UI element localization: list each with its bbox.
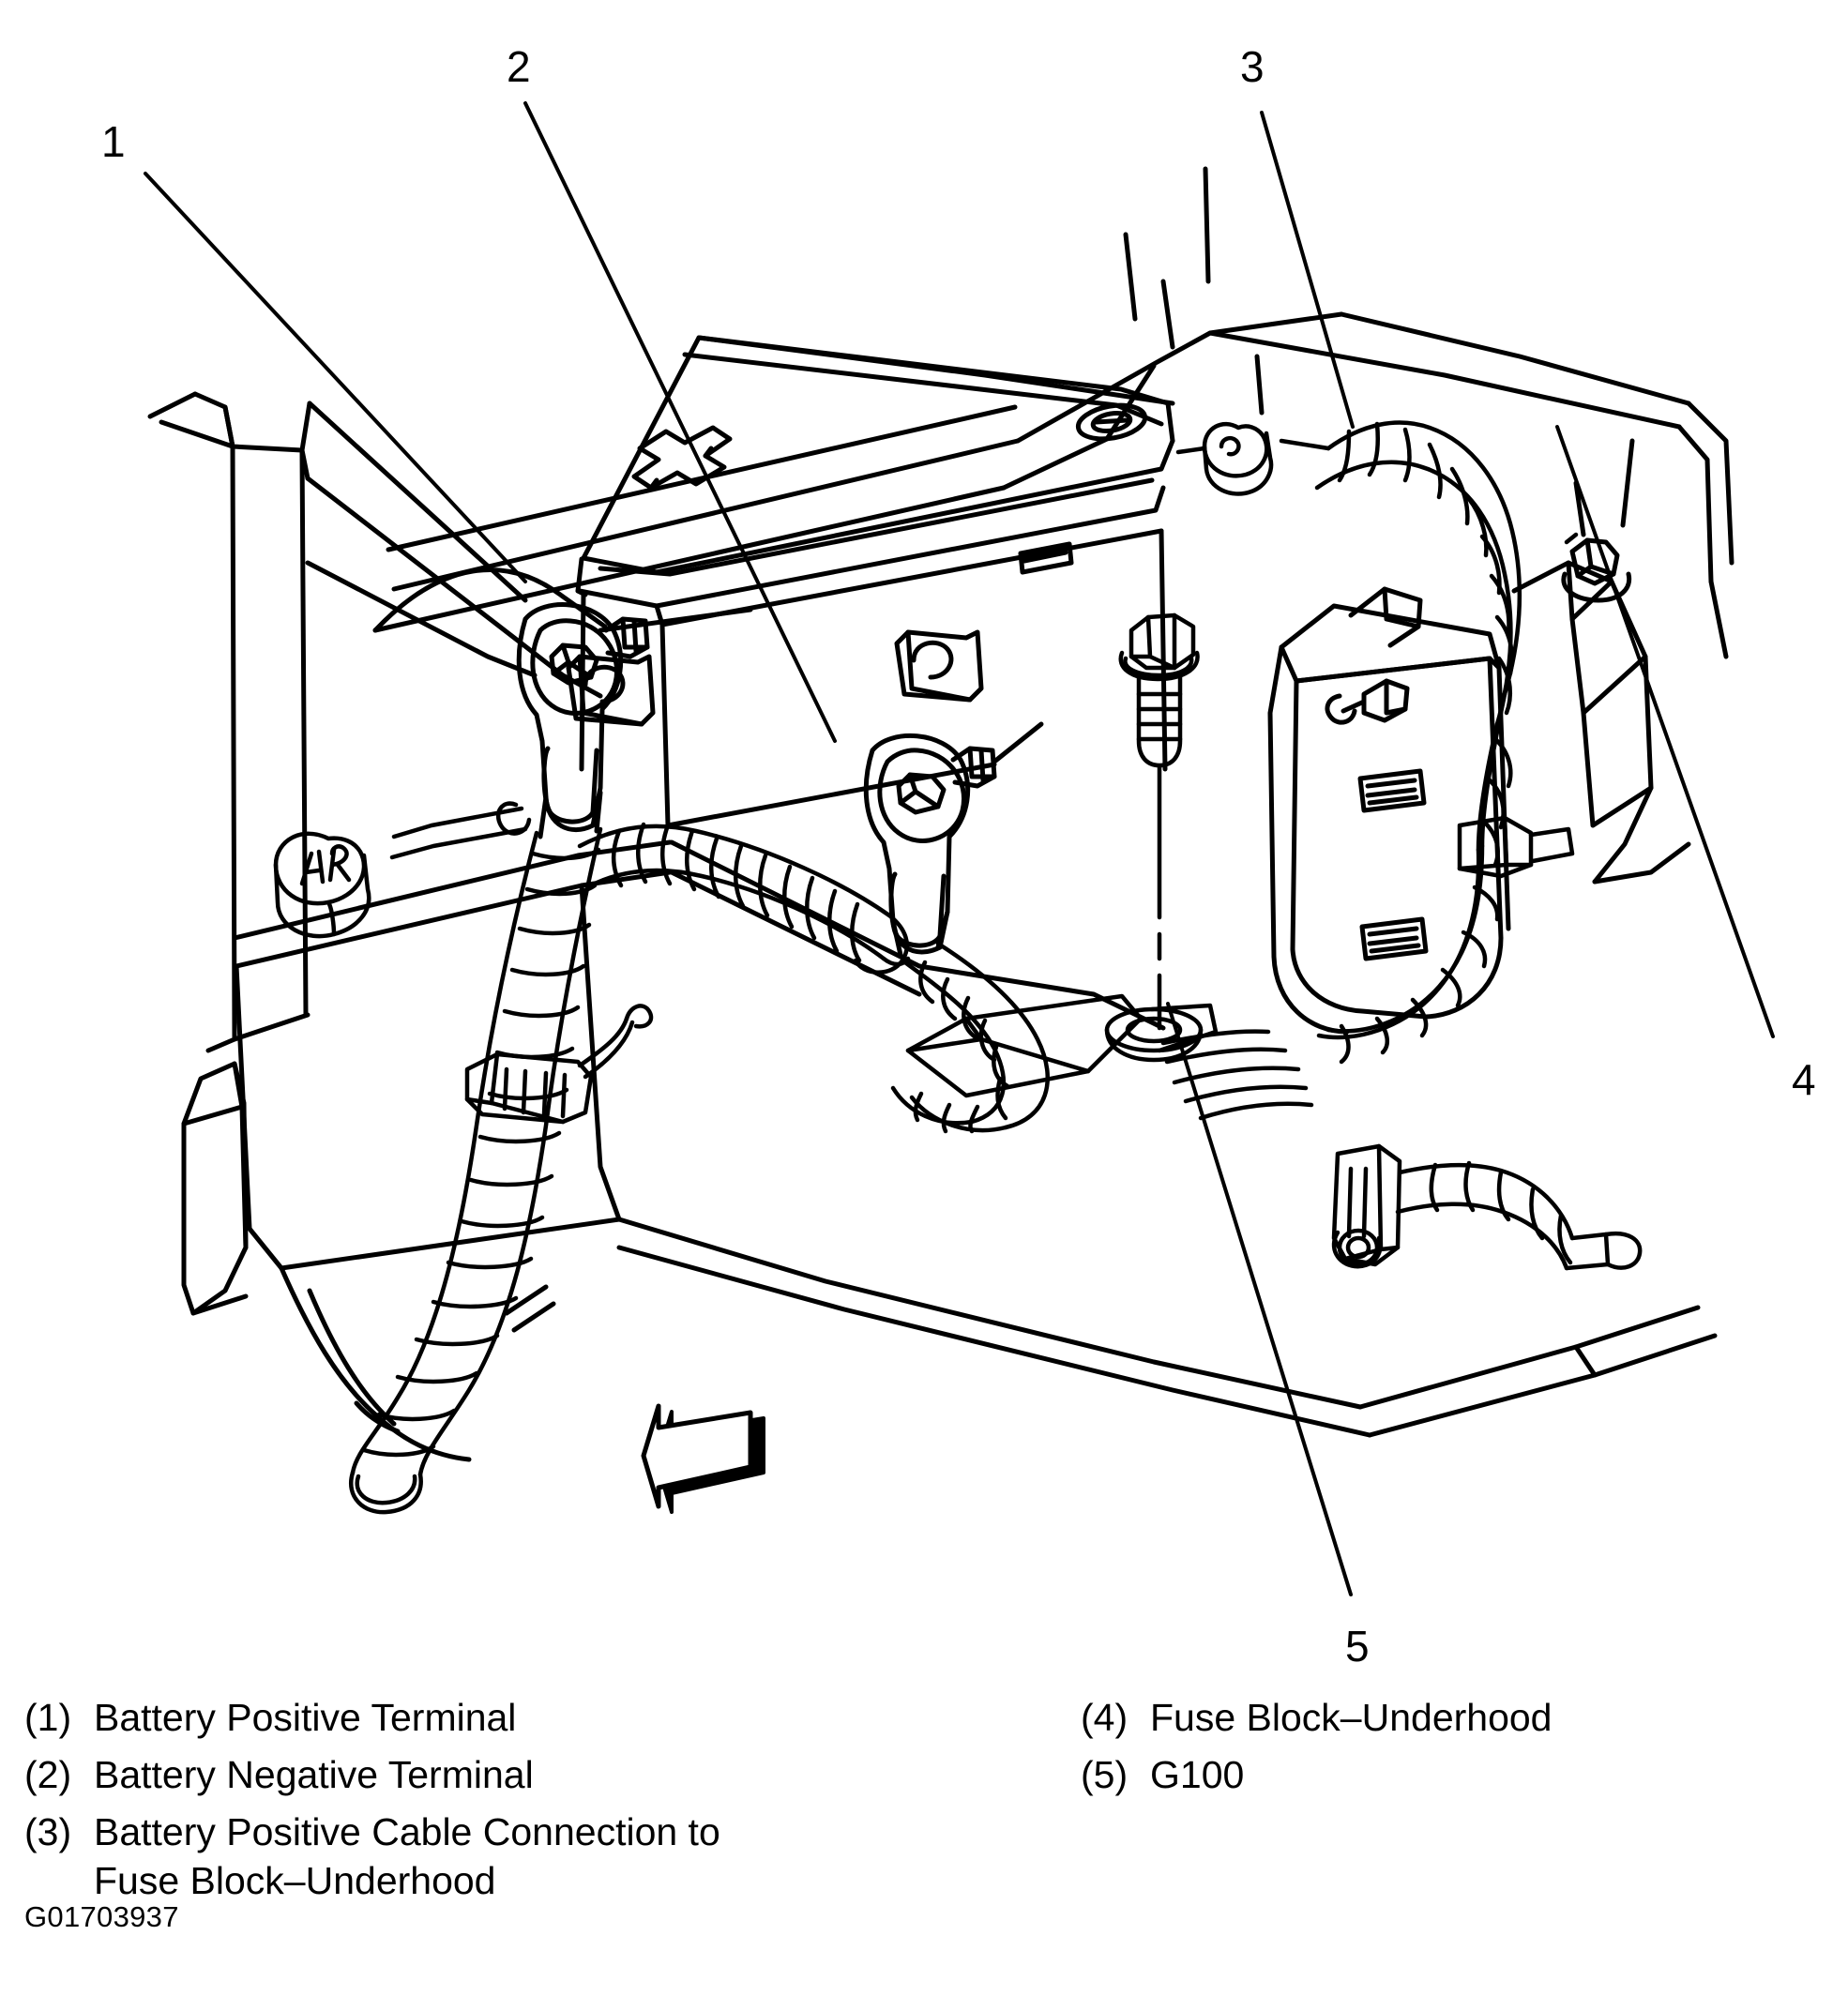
fuse-block-underhood [1267, 537, 1654, 1035]
legend-item: (4) Fuse Block–Underhood [1081, 1693, 1831, 1742]
legend-index: (4) [1081, 1696, 1128, 1739]
callout-number-5: 5 [1345, 1622, 1370, 1671]
legend-item: (5) G100 [1081, 1750, 1831, 1799]
right-side-hardware [1175, 421, 1579, 545]
legend-index: (1) [24, 1696, 72, 1739]
leader-lines [144, 101, 1775, 1596]
callout-number-3: 3 [1240, 42, 1265, 91]
legend-column-right: (4) Fuse Block–Underhood (5) G100 [1081, 1693, 1831, 1807]
legend-index: (5) [1081, 1753, 1128, 1796]
inner-fender-structure [147, 391, 1734, 1462]
battery-positive-cable [349, 826, 654, 1515]
battery-positive-terminal [516, 602, 650, 839]
callout-number-1: 1 [101, 117, 126, 166]
legend-label: Battery Positive Terminal [94, 1696, 517, 1739]
legend-index: (3) [24, 1810, 72, 1853]
legend-label: Fuse Block–Underhood [1150, 1696, 1553, 1739]
legend-label: Battery Positive Cable Connection to Fus… [94, 1810, 720, 1902]
legend-index: (2) [24, 1753, 72, 1796]
legend-item: (3) Battery Positive Cable Connection to… [24, 1807, 1019, 1905]
battery-case [566, 335, 1175, 828]
g100-ground-stud [1104, 612, 1219, 1063]
callout-number-4: 4 [1792, 1055, 1816, 1104]
callout-number-2: 2 [507, 42, 531, 91]
legend-label: Battery Negative Terminal [94, 1753, 534, 1796]
legend-label: G100 [1150, 1753, 1245, 1796]
drawing-id: G01703937 [24, 1900, 179, 1933]
battery-negative-terminal [863, 721, 1044, 958]
figure-legend: (1) Battery Positive Terminal (2) Batter… [0, 1693, 1848, 1956]
legend-item: (1) Battery Positive Terminal [24, 1693, 1019, 1742]
forward-direction-arrow [641, 1403, 765, 1514]
legend-item: (2) Battery Negative Terminal [24, 1750, 1019, 1799]
underhood-harness [1160, 420, 1643, 1271]
legend-column-left: (1) Battery Positive Terminal (2) Batter… [24, 1693, 1019, 1913]
